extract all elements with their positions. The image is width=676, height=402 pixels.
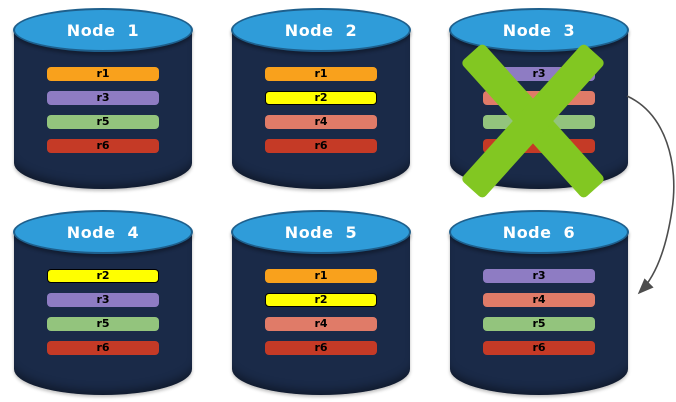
replica-bar-r6: r6 — [265, 139, 377, 153]
replica-bar-r4: r4 — [265, 317, 377, 331]
node-title: Node 5 — [284, 222, 358, 242]
node-header: Node 2 — [231, 8, 411, 52]
replica-bar-r2: r2 — [265, 91, 377, 105]
replica-bar-r5: r5 — [47, 317, 159, 331]
node-cylinder-3: Node 3 r3 — [449, 8, 629, 200]
node-title: Node 6 — [502, 222, 576, 242]
node-title: Node 3 — [502, 20, 576, 40]
replica-list: r3 r4 r5 r6 — [449, 269, 629, 355]
cylinder-body — [14, 30, 192, 189]
replica-bar-r3: r3 — [483, 269, 595, 283]
node-header: Node 5 — [231, 210, 411, 254]
replica-bar-r3: r3 — [47, 91, 159, 105]
replica-bar-r1: r1 — [265, 269, 377, 283]
replica-bar-r5: r5 — [483, 317, 595, 331]
node-cylinder-4: Node 4 r2 r3 r5 r6 — [13, 210, 193, 395]
cylinder-body — [450, 232, 628, 395]
cylinder-body — [14, 232, 192, 395]
replica-bar-r4: r4 — [483, 293, 595, 307]
node-header: Node 6 — [449, 210, 629, 254]
replica-bar-r2: r2 — [47, 269, 159, 283]
node-cylinder-1: Node 1 r1 r3 r5 r6 — [13, 8, 193, 189]
replica-list: r1 r3 r5 r6 — [13, 67, 193, 153]
cylinder-body — [232, 30, 410, 189]
replica-bar-r5: r5 — [47, 115, 159, 129]
replica-bar-r1: r1 — [47, 67, 159, 81]
node-title: Node 4 — [66, 222, 140, 242]
replica-bar-r1: r1 — [265, 67, 377, 81]
node-cylinder-5: Node 5 r1 r2 r4 r6 — [231, 210, 411, 395]
replica-list: r1 r2 r4 r6 — [231, 67, 411, 153]
node-cylinder-2: Node 2 r1 r2 r4 r6 — [231, 8, 411, 189]
node-cylinder-6: Node 6 r3 r4 r5 r6 — [449, 210, 629, 395]
replica-bar-r2: r2 — [265, 293, 377, 307]
replica-bar-r4: r4 — [265, 115, 377, 129]
replica-list: r1 r2 r4 r6 — [231, 269, 411, 355]
replica-list: r2 r3 r5 r6 — [13, 269, 193, 355]
node-header: Node 1 — [13, 8, 193, 52]
replica-bar-r3: r3 — [47, 293, 159, 307]
replica-bar-r6: r6 — [483, 341, 595, 355]
replica-bar-r6: r6 — [265, 341, 377, 355]
replica-bar-r6: r6 — [47, 341, 159, 355]
replica-bar-r6: r6 — [47, 139, 159, 153]
node-title: Node 2 — [284, 20, 358, 40]
node-title: Node 1 — [66, 20, 140, 40]
node-header: Node 3 — [449, 8, 629, 52]
cylinder-body — [232, 232, 410, 395]
node-header: Node 4 — [13, 210, 193, 254]
